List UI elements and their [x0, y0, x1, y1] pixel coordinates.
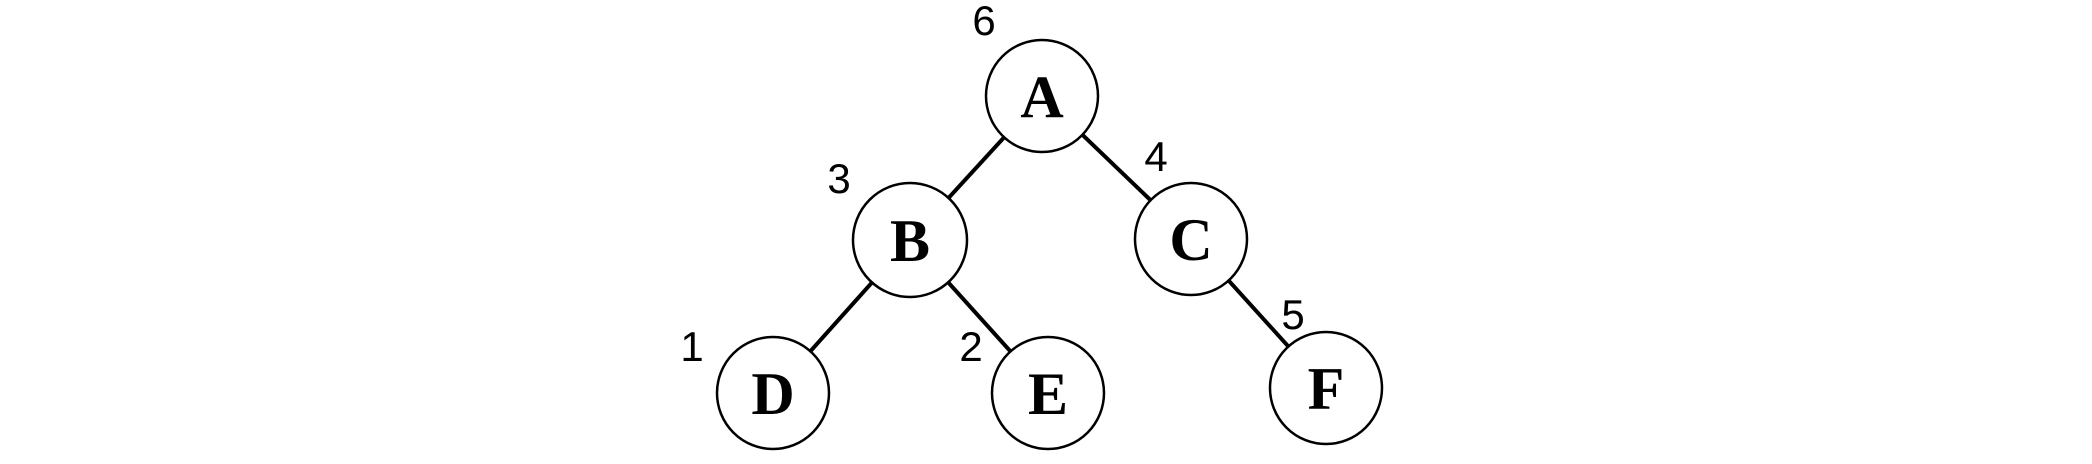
node-number-E: 2 [959, 323, 982, 370]
node-circle-D [715, 335, 831, 451]
node-circle-C [1133, 181, 1249, 297]
tree-node-C: C4 [1133, 133, 1249, 297]
node-label-C: C [1169, 207, 1212, 273]
node-number-D: 1 [680, 323, 703, 370]
node-label-D: D [751, 361, 794, 427]
node-label-A: A [1020, 64, 1063, 130]
node-circle-E [990, 335, 1106, 451]
tree-node-B: B3 [827, 155, 969, 299]
tree-node-F: F5 [1268, 291, 1384, 446]
node-label-F: F [1308, 356, 1345, 422]
node-label-E: E [1028, 361, 1068, 427]
node-number-C: 4 [1144, 133, 1167, 180]
node-number-F: 5 [1281, 291, 1304, 338]
tree-node-D: D1 [680, 323, 831, 451]
node-circle-B [851, 181, 969, 299]
node-circle-A [984, 38, 1100, 154]
node-number-A: 6 [972, 0, 995, 44]
tree-node-E: E2 [959, 323, 1106, 451]
node-number-B: 3 [827, 155, 850, 202]
tree-node-A: A6 [972, 0, 1100, 154]
node-circle-F [1268, 330, 1384, 446]
node-label-B: B [890, 208, 930, 274]
